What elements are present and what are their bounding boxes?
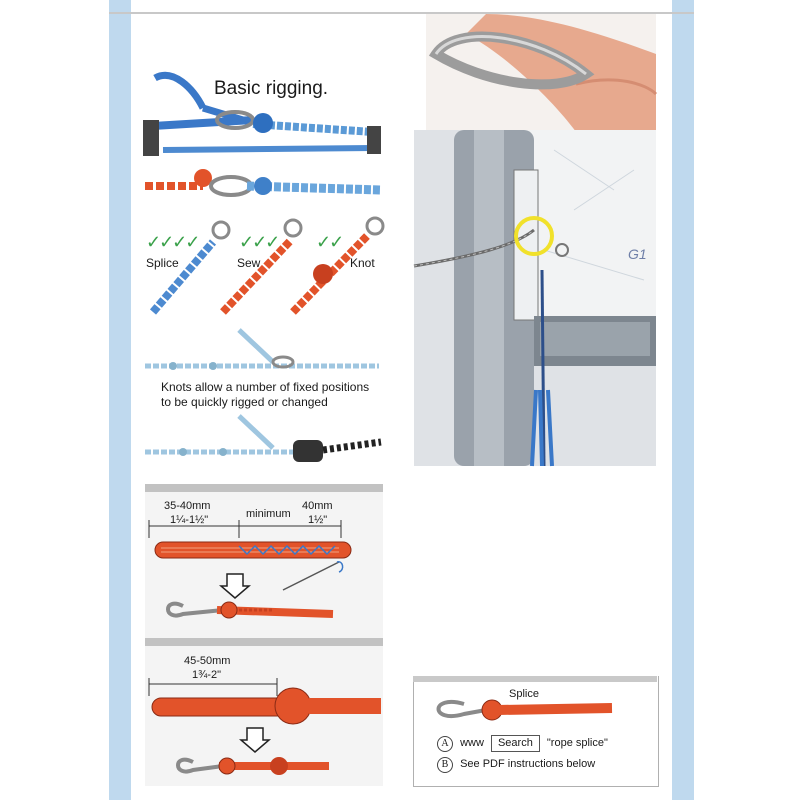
splice-option-a: A www Search "rope splice" [437,735,608,752]
sew-right-in: 1½" [308,514,328,526]
three-methods-illustration [149,216,385,315]
right-margin-bar [672,0,694,800]
sew-section-band [145,484,383,492]
splice-option-b: B See PDF instructions below [437,757,595,773]
mast-fitting-photo [413,130,656,467]
left-margin-bar [109,0,131,800]
knot-checkmarks: ✓✓ [316,232,344,252]
rigging-illustration-blue [143,71,381,156]
splice-info-box [413,676,659,787]
search-term: "rope splice" [546,737,608,749]
sail-label: G1 [628,246,647,262]
knot-mm: 45-50mm [184,655,231,667]
sew-checkmarks: ✓✓✓ [239,232,280,252]
sew-right-mm: 40mm [302,500,333,512]
sew-diagram [148,520,352,619]
knot-section-band [145,638,383,646]
knot-diagram [148,678,381,775]
knotted-line-block-illustration [145,414,382,462]
rigging-illustration-orange [145,169,382,197]
knotted-line-illustration [145,328,379,370]
thimble-on-finger-photo [426,14,658,132]
sew-left-mm: 35-40mm [164,500,211,512]
search-button[interactable]: Search [490,735,540,752]
splice-box-title: Splice [509,688,539,700]
knots-note-line2: to be quickly rigged or changed [161,395,328,409]
option-a-prefix: www [460,737,484,749]
knot-in: 1¾-2" [192,669,221,681]
option-b-marker: B [437,757,453,773]
splice-box-band [413,676,657,682]
page-title: Basic rigging. [214,78,329,99]
sew-label: Sew [237,256,261,270]
splice-checkmarks: ✓✓✓✓ [146,232,200,252]
option-a-marker: A [437,736,453,752]
knot-label: Knot [350,256,375,270]
splice-label: Splice [146,256,179,270]
splice-box-illustration [436,699,613,721]
sew-minimum: minimum [246,508,291,520]
sew-left-in: 1¼-1½" [170,514,209,526]
option-b-text: See PDF instructions below [460,758,596,770]
knots-note-line1: Knots allow a number of fixed positions [161,380,370,394]
top-rule [109,12,694,14]
